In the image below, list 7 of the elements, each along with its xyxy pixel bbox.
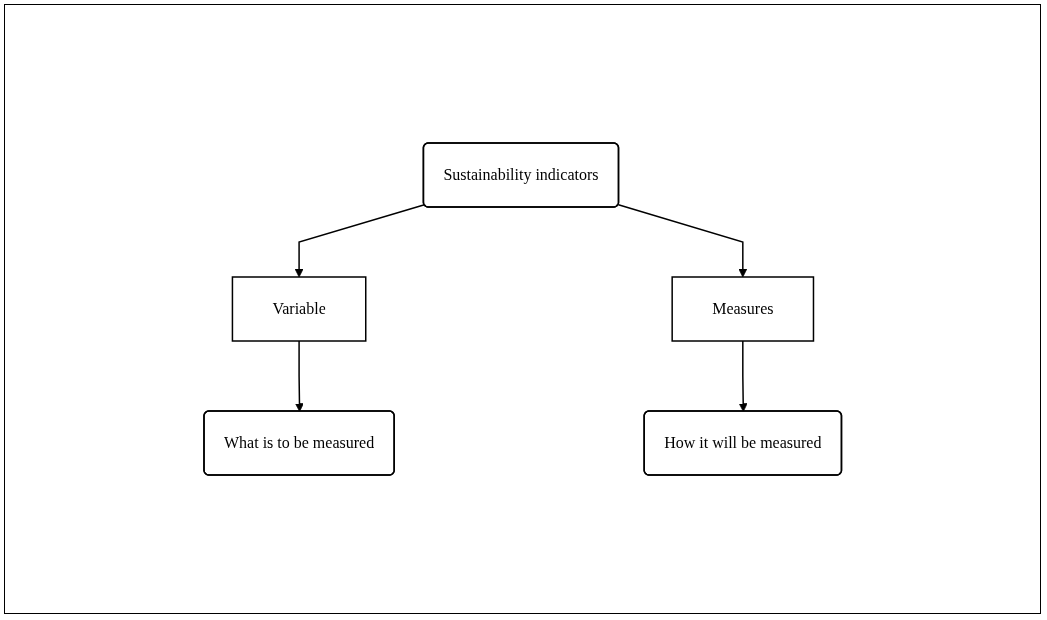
frame-border: Sustainability indicators Variable Measures What is to be measured How it will be measured: [4, 4, 1041, 614]
arrow: [617, 204, 747, 278]
node-box: [231, 276, 367, 342]
arrow: [294, 204, 425, 278]
arrow: [738, 340, 748, 412]
arrow: [294, 340, 304, 412]
node-box: [671, 276, 814, 342]
